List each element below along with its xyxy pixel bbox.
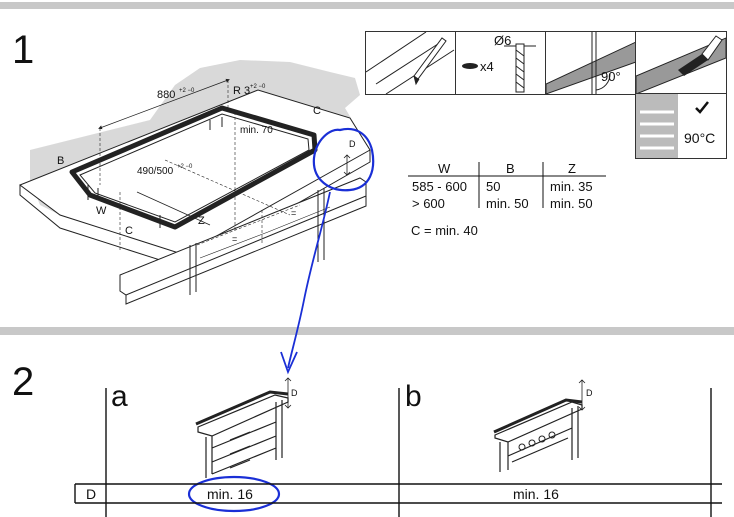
dim-depth-label: 490/500 [137,166,174,177]
fig2-value-b: min. 16 [513,486,559,502]
handdrawn-connector-line [287,191,331,369]
front-rail-lower-edge [125,196,367,305]
dimension-line-depth [136,191,211,226]
spec-header-B: B [506,161,515,176]
tool-panel-drill: Ø6 x4 [455,31,547,95]
drill-illustration [462,43,536,93]
angle-label: 90° [601,69,621,84]
dim-width-tolerance: +2 −0 [179,88,195,94]
spec-note: C = min. 40 [411,223,478,238]
spec-header-W: W [438,161,451,176]
fig2b-D-label: D [586,388,593,398]
spec-header-Z: Z [568,161,576,176]
dimension-extension-lines [99,80,301,250]
tool-panel-temperature: 90°C [635,93,727,159]
handdrawn-arrow-head [280,351,298,375]
label-Z: Z [198,215,205,227]
fig1-D-arrow [343,154,351,176]
equal-sign-1: = [232,234,238,244]
fig2a-D-arrow [284,377,292,409]
fig2-col-b-label: b [405,380,422,413]
fig2a-appliance [197,394,289,478]
fig2b-oven-knobs [518,431,556,451]
spec-row2-B: min. 50 [486,196,529,211]
handdrawn-circle-2 [187,475,281,513]
top-separator-bar [0,2,734,9]
temperature-label: 90°C [684,130,716,146]
spec-row2-W: > 600 [412,196,445,211]
sealing-brush-illustration [636,35,726,94]
dim-radius-tolerance: +2 −0 [250,84,266,90]
fig2b-D-arrow [578,379,586,411]
angle-illustration [546,32,636,94]
label-C-left: C [125,225,133,237]
fig2b-worktop [493,398,583,434]
spec-row2-Z: min. 50 [550,196,593,211]
fig2-row-label: D [86,486,97,502]
fig2-col-a-label: a [111,380,128,413]
cabinet-legs [189,188,325,295]
fig2a-worktop [195,390,289,426]
step-number-2: 2 [12,360,35,404]
spec-table-grid [408,162,606,208]
dim-radius-label: R 3 [233,85,251,97]
handdrawn-circle-1 [312,127,375,192]
step-number-1: 1 [12,28,35,72]
label-C-right: C [313,105,321,117]
spec-row1-W: 585 - 600 [412,179,467,194]
spec-row1-B: 50 [486,179,501,194]
drill-diameter-label: Ø6 [494,33,512,48]
spec-row1-Z: min. 35 [550,179,593,194]
dim-width-label: 880 [157,89,176,101]
marking-illustration [366,32,455,94]
spec-table: W B Z 585 - 600 50 min. 35 > 600 min. 50… [406,160,606,216]
equal-sign-2: = [291,208,297,218]
dim-min70-label: min. 70 [240,125,273,136]
tool-panel-angle: 90° [545,31,637,95]
fig2-grid-lines [74,388,722,517]
label-W: W [96,205,107,217]
anchor-count-label: x4 [480,59,494,74]
label-D-fig1: D [349,139,356,149]
fig2a-D-label: D [291,388,298,398]
tool-panel-sealing [635,31,727,95]
dimension-line-equal [199,206,331,259]
dim-depth-tolerance: +2 −0 [177,164,193,170]
temperature-illustration [636,94,709,158]
mid-separator-bar [0,327,734,335]
dimension-line-width [98,78,230,130]
tool-panel-marking [365,31,457,95]
fig2-value-a: min. 16 [207,486,253,502]
label-B: B [57,155,65,167]
